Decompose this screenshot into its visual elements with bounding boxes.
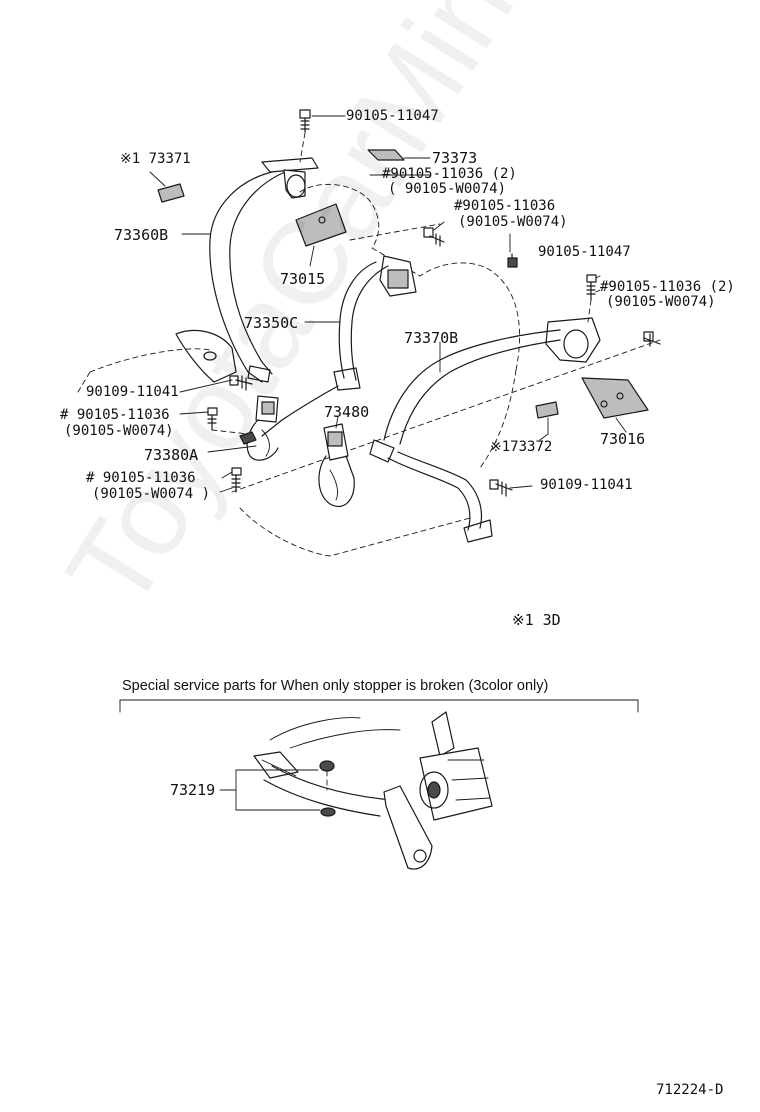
label-73373: 73373 bbox=[432, 149, 478, 167]
label-bolt-left-2-alt: (90105-W0074) bbox=[64, 423, 174, 439]
leader-lines bbox=[179, 174, 601, 493]
cover-73372-icon bbox=[535, 401, 559, 435]
label-bolt-right-2: #90105-11036 (2) bbox=[600, 279, 735, 295]
label-bolt-mid-alt: (90105-W0074) bbox=[458, 214, 568, 230]
bolt-right-small-icon bbox=[507, 233, 518, 268]
bolt-top-icon bbox=[299, 109, 346, 163]
bolt-right-low-icon bbox=[489, 479, 513, 497]
label-73370b: 73370B bbox=[404, 329, 459, 347]
label-bolt-left-1: 90109-11041 bbox=[86, 384, 179, 400]
bolt-right-side-icon bbox=[643, 331, 661, 347]
bracket-73015-icon bbox=[295, 203, 347, 267]
label-73015: 73015 bbox=[280, 270, 326, 288]
label-bolt-top: 90105-11047 bbox=[346, 108, 439, 124]
belt-73360b-icon bbox=[181, 157, 319, 383]
label-bolt-2a: #90105-11036 (2) bbox=[382, 166, 517, 182]
belt-73350c-icon bbox=[261, 255, 417, 437]
label-bolt-left-3: # 90105-11036 bbox=[86, 470, 196, 486]
label-bolt-2a-alt: ( 90105-W0074) bbox=[388, 181, 507, 197]
bracket-73373-icon bbox=[367, 149, 431, 161]
label-73480: 73480 bbox=[324, 403, 370, 421]
label-bolt-right-top: 90105-11047 bbox=[538, 244, 631, 260]
bolt-left-1-icon bbox=[229, 375, 253, 391]
bolt-mid-icon bbox=[423, 227, 445, 247]
label-73372: ※173372 bbox=[490, 439, 553, 455]
label-73371: ※1 73371 bbox=[120, 151, 191, 167]
label-73380a: 73380A bbox=[144, 446, 199, 464]
bracket-73016-icon bbox=[581, 377, 649, 433]
label-73219: 73219 bbox=[170, 781, 216, 799]
label-bolt-left-2: # 90105-11036 bbox=[60, 407, 170, 423]
special-bracket-line bbox=[119, 699, 639, 713]
belt-73370b-icon bbox=[369, 317, 601, 543]
label-73016: 73016 bbox=[600, 430, 646, 448]
seat-outline-icon bbox=[77, 183, 661, 557]
label-bolt-left-3-alt: (90105-W0074 ) bbox=[92, 486, 211, 502]
label-bolt-right-2-alt: (90105-W0074) bbox=[606, 294, 716, 310]
label-note-3d: ※1 3D bbox=[512, 611, 561, 629]
bolt-right-upper-icon bbox=[586, 274, 597, 323]
bolt-left-2-icon bbox=[207, 407, 249, 435]
label-73360b: 73360B bbox=[114, 226, 169, 244]
bolt-left-3-icon bbox=[231, 467, 242, 493]
buckle-73380a-icon bbox=[239, 395, 279, 461]
figure-code: 712224-D bbox=[656, 1082, 724, 1098]
label-special-note: Special service parts for When only stop… bbox=[122, 678, 549, 694]
cover-73371-icon bbox=[149, 171, 185, 203]
label-bolt-right-low: 90109-11041 bbox=[540, 477, 633, 493]
stopper-detail-icon bbox=[219, 711, 493, 870]
label-bolt-mid: #90105-11036 bbox=[454, 198, 556, 214]
plate-left-icon bbox=[175, 329, 237, 383]
buckle-73480-icon bbox=[318, 415, 355, 508]
label-73350c: 73350C bbox=[244, 314, 299, 332]
